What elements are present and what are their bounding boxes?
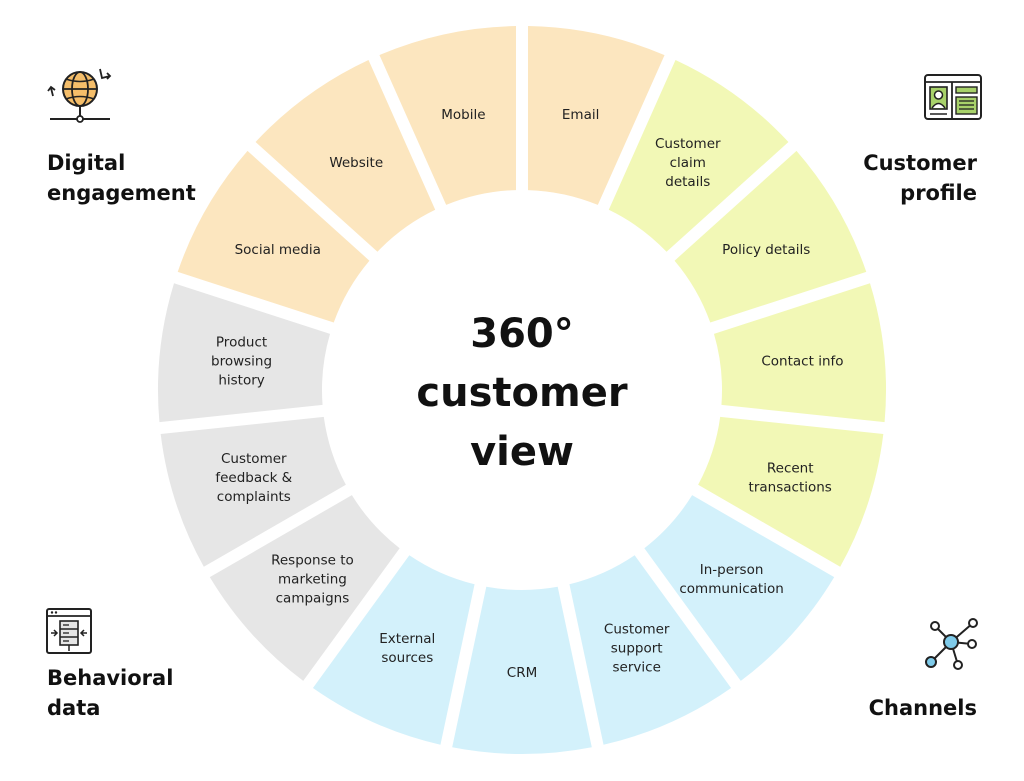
segment-label-line: transactions [749,480,832,496]
segment-label-line: marketing [278,572,347,588]
segment-label-line: Policy details [722,242,810,258]
server-data-icon [46,608,92,654]
segment-label-line: details [665,174,710,190]
group-title-line: engagement [47,181,196,205]
segment-label: External sources [379,631,435,666]
segment-label-line: Mobile [441,107,485,123]
globe-network-icon [47,68,112,123]
segment-label-line: history [218,373,264,389]
segment-label: Customer feedback & complaints [215,451,292,505]
segment-channels [569,555,732,745]
group-title-line: Digital [47,151,126,175]
segment-label-line: feedback & [215,470,292,486]
segment-label-line: In-person [700,562,764,578]
group-title-line: data [47,696,101,720]
segment-digital [255,59,436,252]
segment-label-line: Customer [655,136,721,152]
segment-digital [379,26,516,205]
segment-label-line: claim [670,155,706,171]
segment-channels [452,586,592,754]
group-title-line: Behavioral [47,666,174,690]
segment-label: CRM [507,665,537,681]
segment-channels [312,555,475,745]
segment-label-line: browsing [211,354,272,370]
segment-label-line: Response to [271,553,354,569]
segment-profile [698,416,884,567]
segment-channels [644,495,835,681]
segment-label: Customer support service [604,622,670,676]
segment-label-line: Website [329,155,383,171]
segment-profile [674,150,867,323]
segment-behavioral [158,283,331,423]
segment-label: In-person communication [679,562,783,597]
group-title-digital-engagement: Digital engagement [47,148,196,208]
group-title-channels: Channels [869,693,977,723]
segment-label-line: Social media [235,242,321,258]
segment-profile [608,59,789,252]
group-title-line: Channels [868,696,977,720]
center-title-line-2: customer [416,370,627,416]
segment-label: Recent transactions [749,461,832,496]
segment-behavioral [209,495,400,681]
segment-label-line: sources [381,650,433,666]
segment-label-line: Product [216,335,267,351]
segment-behavioral [160,416,346,567]
segment-label-line: Recent [767,461,814,477]
segment-profile [713,283,886,423]
segment-label-line: Customer [221,451,287,467]
segment-digital [177,150,370,323]
segment-label-line: Email [562,107,599,123]
segment-label-line: campaigns [276,591,350,607]
segment-label-line: service [613,660,661,676]
center-title-line-1: 360° [470,311,574,357]
segment-label: Response to marketing campaigns [271,553,354,607]
segment-label: Policy details [722,242,810,258]
segment-label: Website [329,155,383,171]
segment-label: Customer claim details [655,136,721,190]
group-title-behavioral-data: Behavioral data [47,663,173,723]
segment-label-line: CRM [507,665,537,681]
segment-label-line: communication [679,581,783,597]
segment-label: Email [562,107,599,123]
segment-label: Social media [235,242,321,258]
segment-label-line: support [611,641,663,657]
id-card-icon [924,74,982,120]
segment-label-line: Contact info [761,354,843,370]
group-title-line: Customer [863,151,977,175]
segment-label-line: Customer [604,622,670,638]
segment-label: Contact info [761,354,843,370]
group-title-customer-profile: Customer profile [863,148,977,208]
segment-label: Mobile [441,107,485,123]
center-title-line-3: view [470,429,574,475]
group-title-line: profile [900,181,977,205]
segment-label-line: complaints [217,489,291,505]
segment-digital [528,26,665,205]
segment-label-line: External [379,631,435,647]
segment-label: Product browsing history [211,335,272,389]
network-nodes-icon [925,618,978,670]
